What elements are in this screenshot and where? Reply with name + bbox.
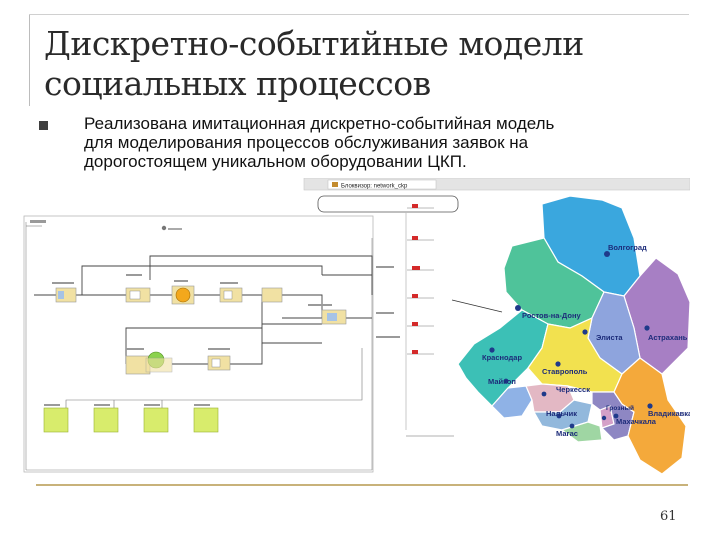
histogram-thumbnails[interactable] (407, 204, 434, 355)
map-label-stavropol: Ставрополь (542, 367, 588, 376)
map-label-vladikavkaz: Магас (556, 429, 578, 438)
resource-pool-4[interactable] (193, 407, 219, 433)
map-callout-line (451, 299, 503, 313)
model-block-select[interactable] (261, 287, 283, 303)
model-canvas (23, 215, 400, 473)
body-line-2: для моделирования процессов обслуживания… (84, 133, 529, 152)
bullet-square-icon (39, 121, 48, 130)
resource-pool-2[interactable] (93, 407, 119, 433)
model-block-release[interactable] (219, 287, 243, 303)
title-vertical-rule (29, 14, 30, 106)
map-label-cherkessk: Черкесск (556, 385, 590, 394)
map-label-elista: Элиста (596, 333, 623, 342)
map-label-nalchik: Нальчик (546, 409, 577, 418)
south-russia-map (457, 195, 690, 475)
map-label-rostov: Ростов-на-Дону (522, 311, 581, 320)
map-region-nalchik[interactable] (532, 399, 593, 431)
slide-title: Дискретно-событийные модели социальных п… (44, 24, 684, 104)
map-label-magas: Грозный (606, 404, 634, 412)
map-label-volgograd: Волгоград (608, 243, 647, 252)
map-label-makhachkala: Владикавказ (648, 409, 690, 418)
model-block-source[interactable] (55, 287, 77, 303)
model-block-delay[interactable] (171, 285, 195, 305)
model-block-queue[interactable] (125, 287, 151, 303)
map-label-grozny: Махачкала (616, 417, 657, 426)
model-and-map-figure: Блоквизор: network_ckp (23, 178, 690, 480)
map-label-astrakhan: Астрахань (648, 333, 688, 342)
block-label-marks (44, 266, 400, 406)
title-top-rule (29, 14, 689, 15)
resource-pool-3[interactable] (143, 407, 169, 433)
map-labels: Волгоград Ростов-на-Дону Элиста Астрахан… (482, 243, 690, 438)
footer-rule (36, 484, 688, 486)
city-markers (489, 251, 653, 429)
map-region-makhachkala[interactable] (613, 357, 687, 475)
resource-pool-1[interactable] (43, 407, 69, 433)
body-paragraph: Реализована имитационная дискретно-событ… (84, 114, 684, 171)
map-label-krasnodar: Краснодар (482, 353, 522, 362)
slide-title-line-2: социальных процессов (44, 64, 431, 103)
page-number: 61 (660, 509, 677, 524)
window-tab-icon (332, 182, 338, 187)
slide-title-line-1: Дискретно-событийные модели (44, 24, 584, 63)
model-block-output[interactable] (321, 309, 347, 325)
window-title[interactable]: Блоквизор: network_ckp (341, 184, 408, 190)
model-node-icon (161, 225, 167, 231)
model-block-process[interactable] (125, 351, 173, 375)
statistics-panel (317, 195, 459, 437)
body-line-3: дорогостоящем уникальном оборудовании ЦК… (84, 152, 467, 171)
map-label-maykop: Майкоп (488, 377, 516, 386)
model-block-seize[interactable] (207, 355, 231, 371)
body-line-1: Реализована имитационная дискретно-событ… (84, 114, 555, 133)
